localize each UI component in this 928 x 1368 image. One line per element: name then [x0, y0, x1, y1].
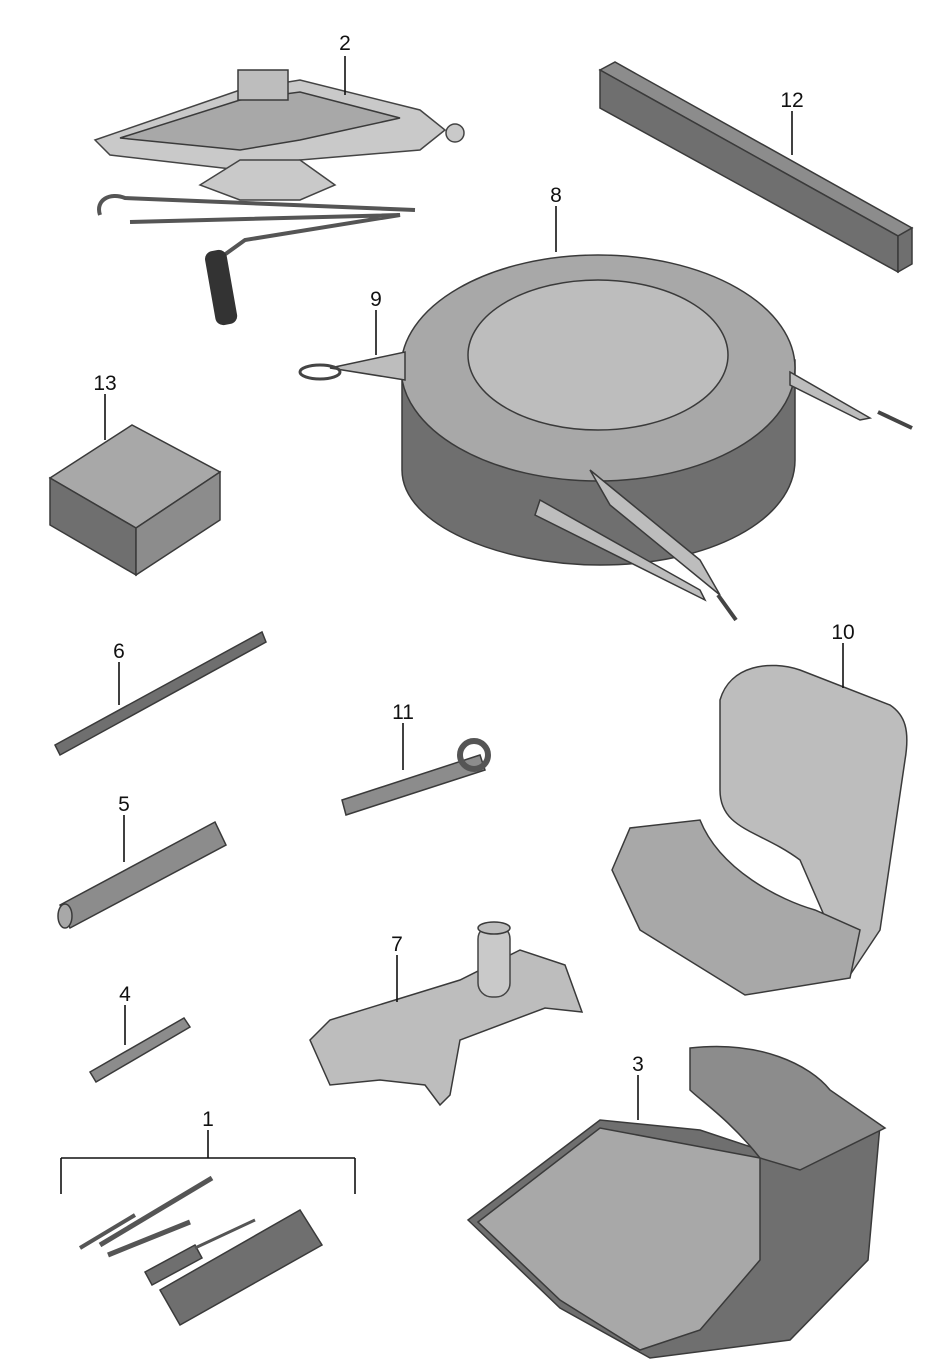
callout-12: 12	[780, 89, 803, 112]
callout-4: 4	[119, 983, 131, 1006]
callout-10: 10	[831, 621, 854, 644]
callout-8: 8	[550, 184, 562, 207]
part-4-pin	[88, 1017, 192, 1084]
part-3-foam-insert-tray	[466, 1045, 887, 1359]
part-10-foam-support	[611, 664, 908, 996]
callout-3: 3	[632, 1053, 644, 1076]
part-8-spare-wheel-cover	[298, 254, 913, 622]
callout-6: 6	[113, 640, 125, 663]
part-5-tube-wrench	[57, 820, 227, 930]
callout-13: 13	[93, 372, 116, 395]
leader-lines	[104, 56, 844, 1158]
callout-2: 2	[339, 32, 351, 55]
callout-1: 1	[202, 1108, 214, 1131]
part-2-scissor-jack	[93, 69, 465, 326]
callout-7: 7	[391, 933, 403, 956]
part-12-bar	[598, 61, 914, 274]
callout-9: 9	[370, 288, 382, 311]
part-1-tool-kit	[78, 1175, 324, 1327]
part-6-rod	[54, 630, 267, 757]
callout-5: 5	[118, 793, 130, 816]
part-7-holder-bracket	[309, 921, 584, 1107]
callout-labels: 1 2 3 4 5 6 7 8 9 10 11 12 13	[93, 32, 854, 1131]
callout-11: 11	[392, 701, 414, 724]
part-13-block	[48, 424, 222, 577]
bracket-item-1	[60, 1157, 356, 1194]
part-11-towing-eye	[341, 738, 491, 816]
